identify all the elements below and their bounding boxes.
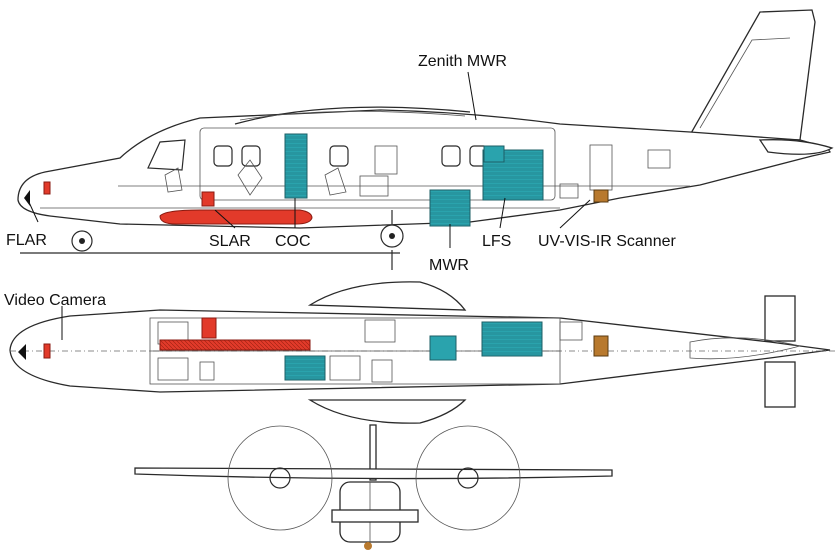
front-view	[134, 424, 613, 550]
video-camera-sensor	[43, 343, 51, 359]
top-view	[9, 281, 835, 424]
label-slar: SLAR	[209, 233, 251, 250]
label-uv-vis-ir-scanner: UV-VIS-IR Scanner	[538, 233, 677, 250]
side-view	[17, 9, 834, 270]
label-coc: COC	[275, 233, 311, 250]
front-wing	[134, 467, 613, 480]
side-cockpit-window	[147, 139, 186, 171]
label-lfs: LFS	[482, 233, 511, 250]
label-video-camera: Video Camera	[4, 292, 106, 309]
side-fuselage	[17, 109, 831, 229]
label-flar: FLAR	[6, 232, 47, 249]
top-slar-front	[201, 317, 217, 339]
main-wheel	[380, 224, 404, 248]
left-prop-disc	[227, 425, 333, 531]
coc-rack	[284, 133, 308, 199]
mwr-unit	[429, 189, 471, 227]
nose-wheel	[71, 230, 93, 252]
label-zenith-mwr: Zenith MWR	[418, 53, 507, 70]
top-mwr-unit	[429, 335, 457, 361]
side-stabilizer	[758, 139, 834, 155]
side-wing-dome	[234, 106, 471, 125]
top-coc-rack	[284, 355, 326, 381]
top-wing-lower	[307, 399, 467, 424]
lfs-unit-top	[483, 145, 505, 163]
scanner-box	[593, 189, 609, 203]
label-mwr: MWR	[429, 257, 469, 274]
top-wing-upper	[307, 281, 467, 311]
top-tailplane-upper	[764, 295, 796, 342]
flar-sensor	[43, 181, 51, 195]
tail-fin	[688, 9, 816, 141]
top-slar-strip	[159, 339, 311, 351]
slar-antenna	[159, 209, 313, 225]
callouts: Zenith MWR FLAR SLAR COC MWR LFS UV-VIS-…	[4, 53, 677, 340]
top-tailplane-lower	[764, 361, 796, 408]
right-prop-disc	[415, 425, 521, 531]
top-lfs-unit	[481, 321, 543, 357]
